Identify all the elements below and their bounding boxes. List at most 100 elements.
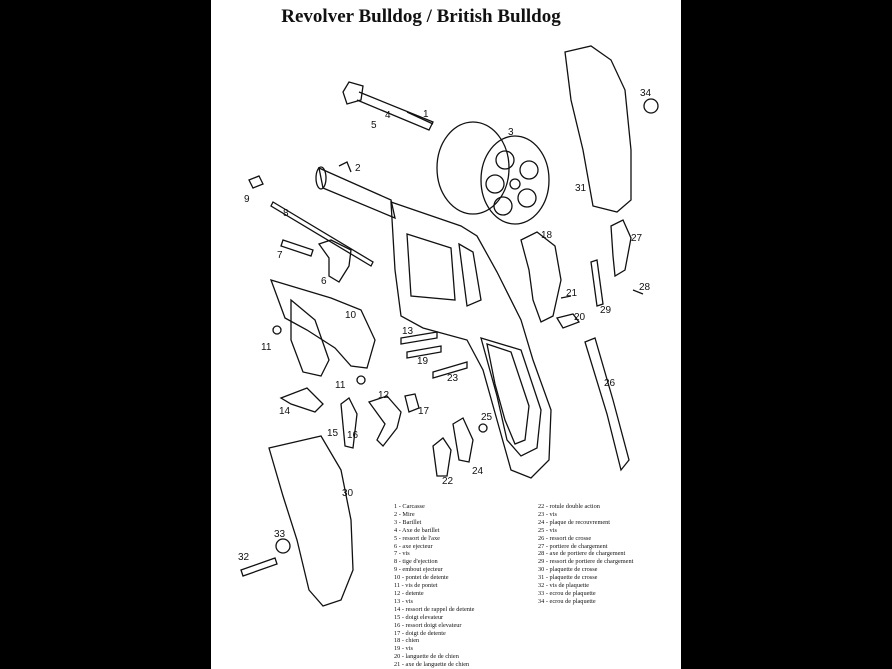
part-screw-32 [240,557,278,577]
part-label: 23 [447,373,459,384]
legend-entry: 19 - vis [394,645,413,653]
legend-entry: 22 - rotule double action [538,503,600,510]
part-screw-11b [356,375,366,385]
part-label: 22 [442,476,454,487]
part-gate-axis [632,289,644,295]
part-label: 29 [600,305,612,316]
part-frame [315,161,552,479]
part-double-action [432,437,452,477]
legend-entry: 11 - vis de pontet [394,582,438,590]
part-label: 12 [378,390,390,401]
part-grip-spring [584,337,630,472]
legend-entry: 23 - vis [538,510,557,518]
legend-entry: 8 - tige d'ejection [394,558,438,566]
part-label: 32 [238,552,250,563]
part-label: 13 [402,326,414,337]
legend-entry: 1 - Carcasse [394,503,425,510]
legend-entry: 24 - plaque de recouvrement [538,518,611,526]
part-label: 2 [355,163,361,174]
part-cylinder-axis [342,81,434,131]
part-nut-33 [275,538,291,554]
diagram-sheet: Revolver Bulldog / British Bulldog [211,0,681,669]
legend-entry: 29 - ressort de portiere de chargement [538,558,634,566]
part-screw-7 [280,239,314,257]
part-gate-spring [590,259,604,307]
diagram-title: Revolver Bulldog / British Bulldog [281,6,561,27]
legend-entry: 28 - axe de portiere de chargement [538,550,626,558]
part-label: 11 [261,342,272,353]
part-cylinder [436,121,550,225]
part-trigger-finger [404,393,420,413]
part-label: 1 [423,109,429,120]
legend-entry: 33 - ecrou de plaquette [538,589,596,597]
part-screw-11a [272,325,282,335]
part-ejector-tip [248,175,264,189]
part-label: 10 [345,310,357,321]
part-lifter [340,397,358,449]
part-nut-34 [643,98,659,114]
legend-entry: 10 - pontet de detente [394,574,449,582]
part-label: 17 [418,406,430,417]
part-label: 15 [327,428,339,439]
part-label: 27 [631,233,643,244]
legend-entry: 12 - detente [394,589,424,597]
legend-entry: 17 - doigt de detente [394,629,446,637]
part-label: 19 [417,356,429,367]
legend-entry: 5 - ressort de l'axe [394,534,440,542]
part-screw-13 [400,331,438,345]
part-label: 7 [277,250,283,261]
part-label: 6 [321,276,327,287]
part-screw-25 [478,423,488,433]
legend-entry: 6 - axe ejecteur [394,542,433,550]
part-label: 11 [335,380,346,391]
part-loading-gate [610,219,632,278]
legend-entry: 34 - ecrou de plaquette [538,597,596,605]
part-label: 14 [279,406,291,417]
part-label: 30 [342,488,354,499]
part-label: 20 [574,312,586,323]
part-label: 16 [347,430,359,441]
legend-entry: 18 - chien [394,637,420,645]
legend-entry: 7 - vis [394,550,410,558]
part-label: 8 [283,208,289,219]
part-ejector-rod [270,201,374,267]
part-label: 33 [274,529,286,540]
part-trigger [367,395,402,447]
part-grip-plate-right [564,45,632,213]
part-screw-19 [406,345,442,359]
part-trigger-spring [279,387,324,413]
part-label: 26 [604,378,616,389]
part-label: 9 [244,194,250,205]
part-label: 28 [639,282,651,293]
legend-entry: 25 - vis [538,526,557,534]
legend-entry: 21 - axe de languette de chien [394,661,470,669]
part-hammer [520,231,562,323]
legend-entry: 9 - embout ejecteur [394,566,443,574]
part-grip-plate-left [268,435,354,607]
part-label: 18 [541,230,553,241]
legend-entry: 14 - ressort de rappel de detente [394,605,475,613]
part-label: 24 [472,466,484,477]
part-screw-23 [432,361,468,379]
legend-entry: 27 - portiere de chargement [538,542,608,550]
part-hammer-tongue-axis [560,295,572,299]
legend-entry: 32 - vis de plaquette [538,582,590,590]
part-label: 21 [566,288,578,299]
part-cover-plate [452,417,474,463]
legend-entry: 2 - Mire [394,510,415,518]
part-label: 3 [508,127,514,138]
legend-entry: 15 - doigt elevateur [394,613,444,621]
part-ejector-axis [317,239,352,283]
legend-entry: 31 - plaquette de crosse [538,574,598,582]
part-hammer-tongue [555,313,581,329]
part-label: 4 [385,110,391,121]
part-label: 31 [575,183,587,194]
part-label: 5 [371,120,377,131]
part-trigger-guard [269,279,376,377]
part-label: 25 [481,412,493,423]
legend-entry: 13 - vis [394,597,413,605]
legend-entry: 3 - Barillet [394,518,422,526]
part-label: 34 [640,88,652,99]
legend-entry: 26 - ressort de crosse [538,534,592,542]
